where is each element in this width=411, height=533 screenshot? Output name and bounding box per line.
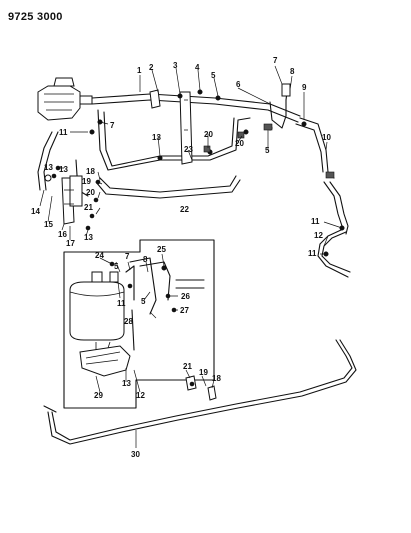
clips-and-fittings xyxy=(51,89,345,257)
callout-17: 17 xyxy=(66,239,75,248)
callout-14: 14 xyxy=(31,207,40,216)
throttle-body-assembly xyxy=(37,77,93,121)
callout-7: 7 xyxy=(125,252,130,261)
callout-8: 8 xyxy=(143,255,148,264)
charcoal-canister xyxy=(69,257,205,377)
callout-18: 18 xyxy=(212,374,221,383)
callout-5: 5 xyxy=(211,71,216,80)
callout-30: 30 xyxy=(131,450,140,459)
callout-20: 20 xyxy=(86,188,95,197)
lower-fuel-lines xyxy=(43,339,357,445)
callout-22: 22 xyxy=(180,205,189,214)
callout-28: 28 xyxy=(124,317,133,326)
callout-11: 11 xyxy=(311,217,320,226)
callout-29: 29 xyxy=(94,391,103,400)
callout-5: 5 xyxy=(114,262,119,271)
callout-26: 26 xyxy=(181,292,190,301)
callout-11: 11 xyxy=(59,128,68,137)
callout-21: 21 xyxy=(84,203,93,212)
vapor-return-line xyxy=(269,83,291,129)
callout-labels: 1 2 3 4 5 6 7 8 9 10 11 7 13 20 20 5 23 … xyxy=(31,56,331,459)
callout-4: 4 xyxy=(195,63,200,72)
callout-15: 15 xyxy=(44,220,53,229)
callout-8: 8 xyxy=(290,67,295,76)
callout-13: 13 xyxy=(122,379,131,388)
callout-12: 12 xyxy=(314,231,323,240)
callout-6: 6 xyxy=(236,80,241,89)
callout-7: 7 xyxy=(110,121,115,130)
callout-20: 20 xyxy=(204,130,213,139)
callout-13: 13 xyxy=(152,133,161,142)
callout-21: 21 xyxy=(183,362,192,371)
callout-19: 19 xyxy=(199,368,208,377)
callout-23: 23 xyxy=(184,145,193,154)
callout-24: 24 xyxy=(95,251,104,260)
leader-lines xyxy=(39,65,343,448)
callout-20: 20 xyxy=(235,139,244,148)
callout-9: 9 xyxy=(302,83,307,92)
fuel-filter-group xyxy=(37,131,83,225)
callout-2: 2 xyxy=(149,63,154,72)
callout-7: 7 xyxy=(273,56,278,65)
callout-13: 13 xyxy=(59,165,68,174)
callout-25: 25 xyxy=(157,245,166,254)
frame-bracket xyxy=(149,89,193,165)
callout-16: 16 xyxy=(58,230,67,239)
callout-5: 5 xyxy=(265,146,270,155)
callout-10: 10 xyxy=(322,133,331,142)
crossover-lines xyxy=(75,159,241,199)
callout-19: 19 xyxy=(82,177,91,186)
callout-11: 11 xyxy=(308,249,317,258)
callout-13: 13 xyxy=(84,233,93,242)
document-number: 9725 3000 xyxy=(8,11,63,23)
callout-13: 13 xyxy=(44,163,53,172)
callout-5: 5 xyxy=(141,297,146,306)
callout-1: 1 xyxy=(137,66,142,75)
callout-12: 12 xyxy=(136,391,145,400)
callout-18: 18 xyxy=(86,167,95,176)
callout-11: 11 xyxy=(117,299,126,308)
callout-3: 3 xyxy=(173,61,178,70)
callout-27: 27 xyxy=(180,306,189,315)
